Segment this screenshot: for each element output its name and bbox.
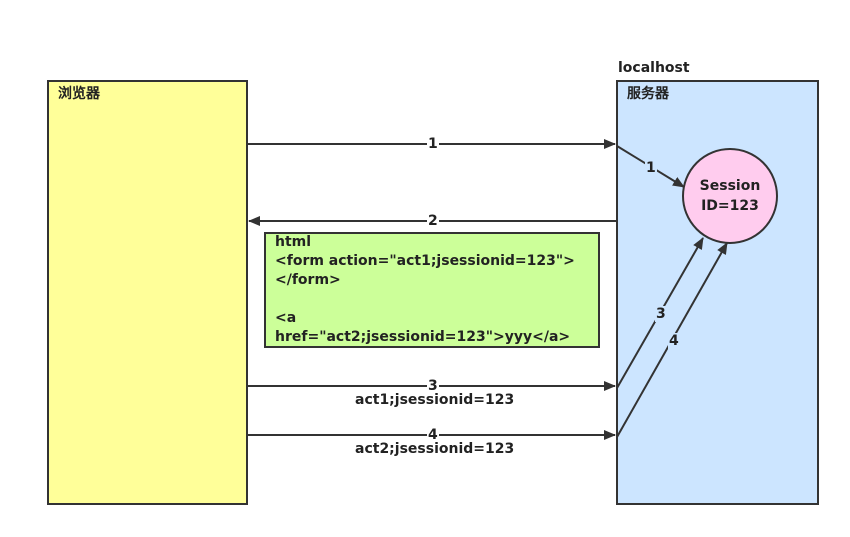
session-id-label: ID=123: [701, 198, 759, 214]
browser-box: [47, 80, 248, 505]
arrow-2-label: 2: [427, 213, 439, 229]
arrow-4-url: act2;jsessionid=123: [355, 441, 515, 457]
arrow-1-label: 1: [427, 136, 439, 152]
code-line: html: [275, 234, 312, 250]
arrow-4-label: 4: [427, 427, 439, 443]
session-circle: [682, 148, 778, 244]
arrow-3-label: 3: [427, 378, 439, 394]
session-label: Session: [699, 178, 761, 194]
session-arrow-4-label: 4: [668, 333, 680, 349]
session-arrow-1-label: 1: [645, 160, 657, 176]
arrow-3-url: act1;jsessionid=123: [355, 392, 515, 408]
code-line: </form>: [275, 272, 341, 288]
server-host-label: localhost: [618, 60, 690, 76]
browser-label: 浏览器: [58, 86, 100, 102]
session-arrow-3-label: 3: [655, 306, 667, 322]
code-line: <form action="act1;jsessionid=123">: [275, 253, 575, 269]
server-label: 服务器: [627, 86, 669, 102]
code-line: href="act2;jsessionid=123">yyy</a>: [275, 329, 571, 345]
response-html-box: [264, 232, 600, 348]
code-line: <a: [275, 310, 297, 326]
